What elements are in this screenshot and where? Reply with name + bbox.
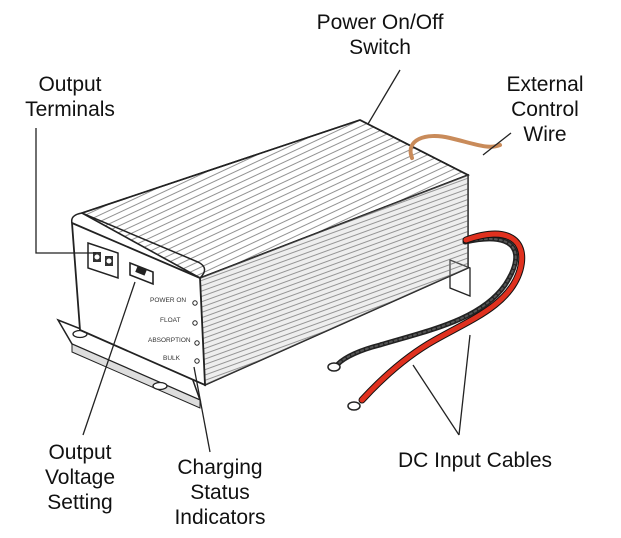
dc-input-cables [327,230,526,411]
leader-power-switch [367,69,401,125]
output-terminal-block [87,241,119,280]
external-control-wire [408,134,502,160]
output-voltage-label: Output Voltage Setting [44,441,116,514]
power-on-led [192,300,198,306]
leader-dc-input-1 [412,364,460,436]
housing [70,119,470,387]
ring-terminal-icon [347,401,361,411]
ring-terminal-icon [327,362,341,372]
indicator-label: ABSORPTION [148,337,191,344]
power-switch-label: Power On/Off Switch [316,11,444,59]
absorption-led [194,340,200,346]
dc-input-cables-label: DC Input Cables [397,449,553,472]
bulk-led [194,358,200,364]
mounting-flange [56,259,471,409]
external-control-wire-label: External Control Wire [506,73,584,146]
leader-lines [35,69,512,453]
indicator-label: POWER ON [150,297,186,304]
leader-external-wire [482,132,512,156]
output-terminals-label: Output Terminals [25,73,115,121]
leader-output-voltage [82,281,136,436]
charging-status-label: Charging Status Indicators [174,456,266,529]
indicator-label: BULK [163,355,181,362]
leader-dc-input-2 [458,334,471,436]
leader-output-terminals [35,128,96,254]
voltage-setting-switch [129,261,154,286]
indicator-label: FLOAT [160,317,180,324]
float-led [192,320,198,326]
leader-charging-status [193,366,211,453]
charging-indicator-panel: POWER ON FLOAT ABSORPTION BULK [148,297,200,364]
